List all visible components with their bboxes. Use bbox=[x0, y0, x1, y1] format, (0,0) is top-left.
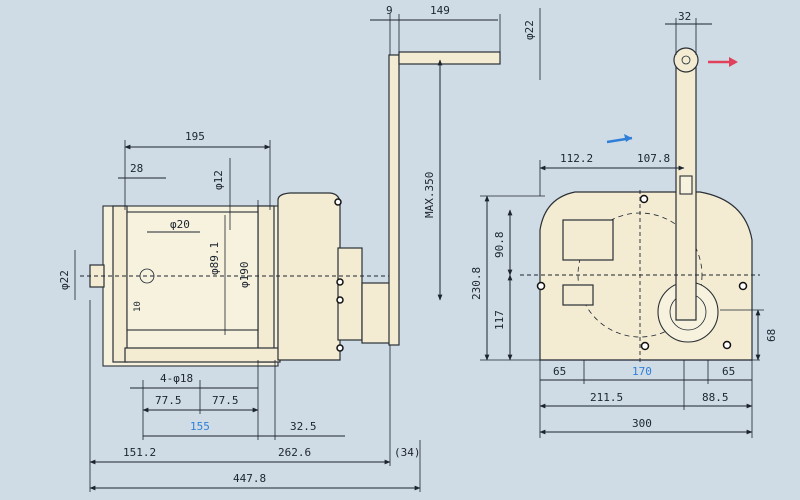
handle-grip bbox=[398, 51, 501, 65]
dim-side-77-5-a: 77.5 bbox=[155, 394, 182, 407]
handle-arm bbox=[388, 54, 400, 346]
dim-front-300: 300 bbox=[632, 417, 652, 430]
bolt bbox=[536, 281, 546, 291]
dim-side-phi89: φ89.1 bbox=[208, 242, 221, 275]
side-base bbox=[124, 347, 281, 363]
dim-side-phi22: φ22 bbox=[58, 270, 71, 290]
dim-side-28: 28 bbox=[130, 162, 143, 175]
dim-handle-max350: MAX.350 bbox=[423, 172, 436, 218]
dim-top-phi22: φ22 bbox=[523, 20, 536, 40]
dim-side-phi20: φ20 bbox=[170, 218, 190, 231]
dimension-labels: 9 149 φ22 32 MAX.350 195 28 φ12 φ20 φ89.… bbox=[58, 4, 778, 485]
dim-front-107-8: 107.8 bbox=[637, 152, 670, 165]
bolt bbox=[738, 281, 748, 291]
dim-front-68: 68 bbox=[765, 329, 778, 342]
front-handle-hub bbox=[673, 47, 699, 73]
front-view bbox=[520, 47, 760, 365]
dim-front-65-b: 65 bbox=[722, 365, 735, 378]
dim-front-211-5: 211.5 bbox=[590, 391, 623, 404]
dim-side-34: (34) bbox=[394, 446, 421, 459]
dim-side-262-6: 262.6 bbox=[278, 446, 311, 459]
dim-top-32: 32 bbox=[678, 10, 691, 23]
dimension-lines bbox=[74, 8, 764, 492]
dim-front-90-8: 90.8 bbox=[493, 232, 506, 259]
bolt bbox=[334, 198, 342, 206]
dim-front-88-5: 88.5 bbox=[702, 391, 729, 404]
side-gear-housing bbox=[277, 192, 341, 361]
front-label bbox=[562, 284, 594, 306]
blue-arrow-head bbox=[624, 134, 632, 142]
side-right-flange bbox=[257, 205, 275, 363]
dim-front-117: 117 bbox=[493, 310, 506, 330]
dim-side-phi190: φ190 bbox=[238, 262, 251, 289]
dim-front-112-2: 112.2 bbox=[560, 152, 593, 165]
dim-side-155: 155 bbox=[190, 420, 210, 433]
bolt bbox=[722, 340, 732, 350]
bolt bbox=[640, 341, 650, 351]
dim-side-32-5: 32.5 bbox=[290, 420, 317, 433]
front-handle-hole bbox=[681, 55, 691, 65]
dim-side-4phi18: 4-φ18 bbox=[160, 372, 193, 385]
bolt bbox=[336, 296, 344, 304]
dim-front-170: 170 bbox=[632, 365, 652, 378]
dim-side-195: 195 bbox=[185, 130, 205, 143]
dim-side-phi12: φ12 bbox=[212, 170, 225, 190]
dim-side-77-5-b: 77.5 bbox=[212, 394, 239, 407]
dim-top-9: 9 bbox=[386, 4, 393, 17]
dim-top-149: 149 bbox=[430, 4, 450, 17]
side-left-flange bbox=[112, 205, 128, 363]
bolt bbox=[336, 278, 344, 286]
side-gear-cover bbox=[337, 247, 363, 341]
red-arrow-head bbox=[729, 57, 738, 67]
dim-front-230-8: 230.8 bbox=[470, 267, 483, 300]
bolt bbox=[639, 194, 649, 204]
bolt bbox=[336, 344, 344, 352]
dim-side-10: 10 bbox=[133, 301, 143, 312]
side-view bbox=[80, 51, 501, 367]
front-housing bbox=[539, 191, 753, 361]
side-hole bbox=[139, 268, 155, 284]
front-handle-knob bbox=[679, 175, 693, 195]
dim-side-447-8: 447.8 bbox=[233, 472, 266, 485]
dim-front-65-a: 65 bbox=[553, 365, 566, 378]
dim-side-151-2: 151.2 bbox=[123, 446, 156, 459]
front-plate bbox=[562, 219, 614, 261]
